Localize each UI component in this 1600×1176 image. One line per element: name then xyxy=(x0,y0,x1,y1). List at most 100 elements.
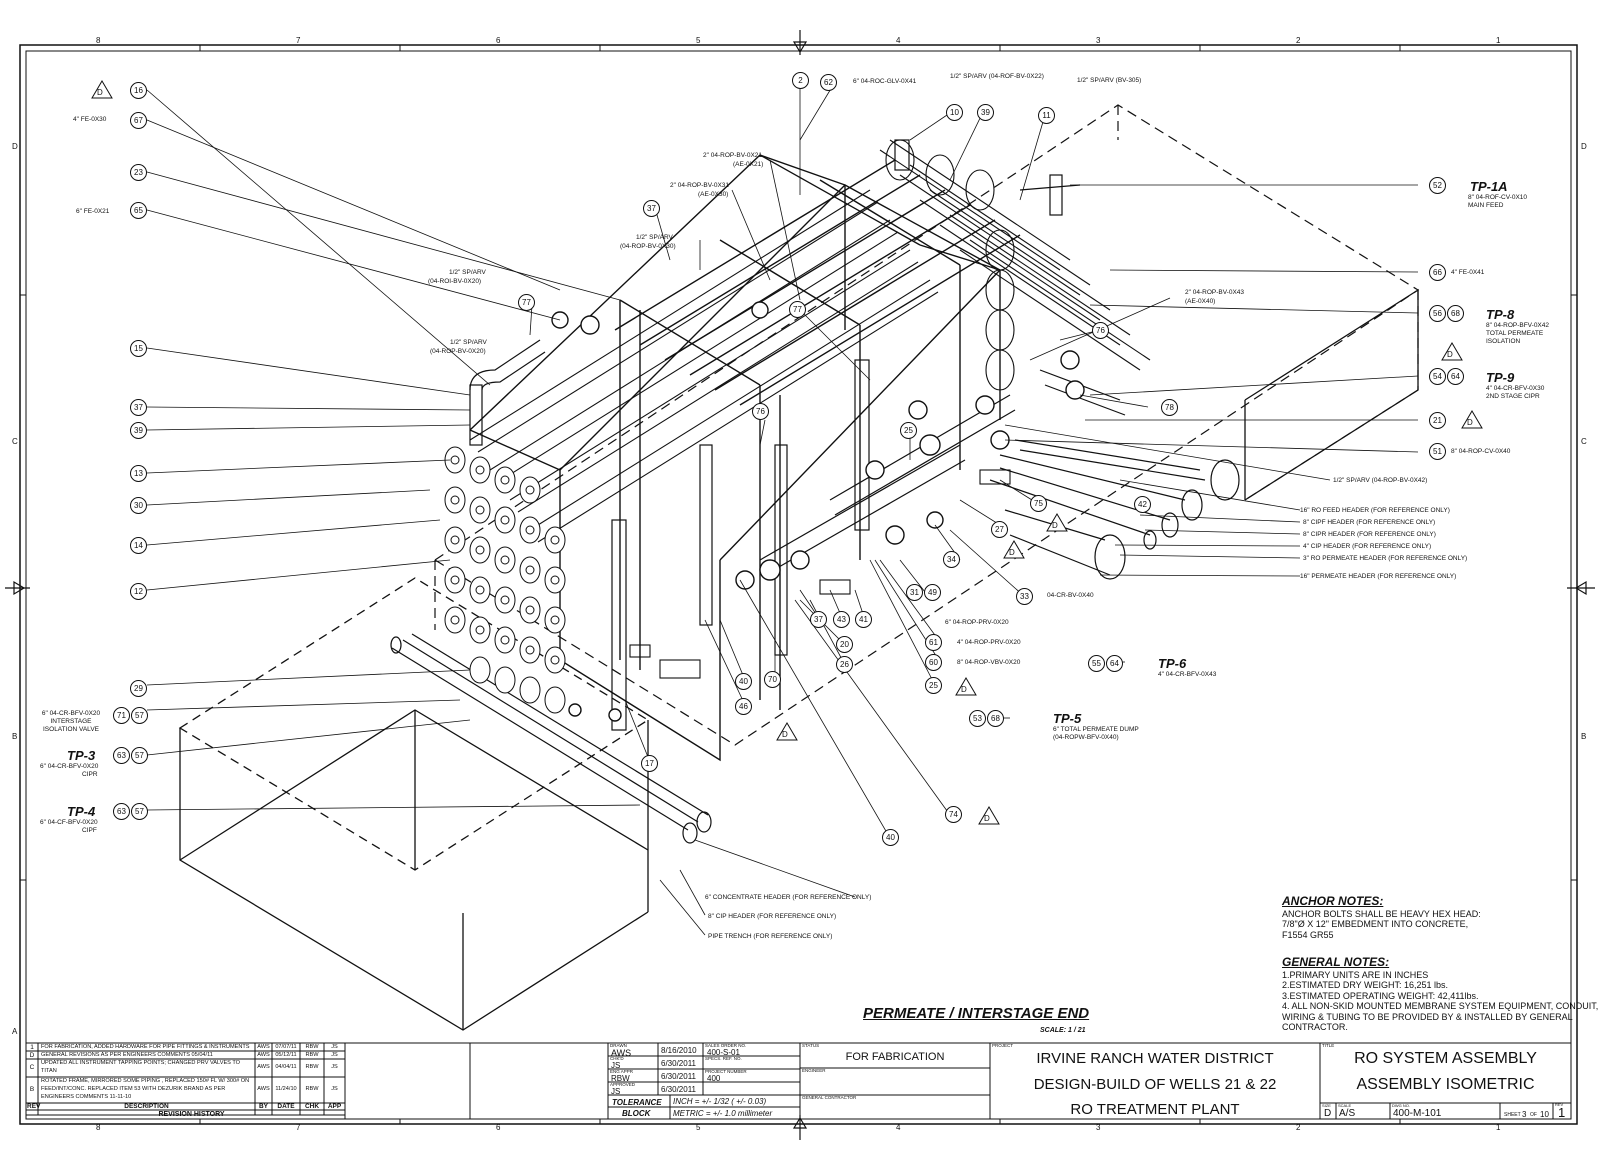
callout-bubble: 68 xyxy=(1447,305,1464,322)
rev-cell: 05/12/11 xyxy=(275,1052,297,1058)
tag-line: 4" 04-CR-BFV-0X30 xyxy=(1486,385,1545,392)
general-notes-heading: GENERAL NOTES: xyxy=(1282,955,1390,969)
tb-eng-date: 6/30/2011 xyxy=(661,1072,696,1081)
item-bubble: 61 xyxy=(925,634,942,651)
item-bubble: 41 xyxy=(855,611,872,628)
tb-label: PROJECT NUMBER xyxy=(705,1069,747,1074)
test-point-tp-6: TP-6 xyxy=(1158,656,1187,671)
callout-bubble: 64 xyxy=(1447,368,1464,385)
revision-triangle-label: D xyxy=(1447,350,1453,359)
callout-bubble: 21 xyxy=(1429,412,1446,429)
rev-cell: AWS xyxy=(257,1052,270,1058)
callout-bubble: 23 xyxy=(130,164,147,181)
revision-triangle xyxy=(1003,540,1025,559)
top-label: 2" 04-ROP-BV-0X21 xyxy=(703,152,763,159)
callout-bubble: 55 xyxy=(1088,655,1105,672)
item-bubble: 31 xyxy=(906,584,923,601)
tb-size: D xyxy=(1324,1108,1332,1119)
tag-line: 8" 04-ROP-BFV-0X42 xyxy=(1486,322,1550,329)
tag-line: ISOLATION VALVE xyxy=(43,726,99,733)
tb-client-line: IRVINE RANCH WATER DISTRICT xyxy=(1036,1050,1274,1067)
top-label: 1/2" SP/ARV xyxy=(449,269,486,276)
tb-rev: 1 xyxy=(1558,1105,1566,1120)
top-label: 1/2" SP/ARV (BV-305) xyxy=(1077,77,1142,84)
callout-bubble: 37 xyxy=(130,399,147,416)
header-label: 8" 04-ROP-VBV-0X20 xyxy=(957,659,1021,666)
tb-label: ENGINEER xyxy=(802,1068,826,1073)
top-label: 6" 04-ROC-GLV-0X41 xyxy=(853,78,917,85)
tag-line: 6" 04-CF-BFV-0X20 xyxy=(40,819,98,826)
top-label: (AE-0X40) xyxy=(1185,298,1216,305)
zone-row-d-left: D xyxy=(12,142,18,151)
rev-cell: 07/07/11 xyxy=(275,1044,297,1050)
zone-col-3-bottom: 3 xyxy=(1096,1123,1101,1132)
tag-line: 4" 04-CR-BFV-0X43 xyxy=(1158,671,1217,678)
tb-sheet-no: 3 xyxy=(1522,1110,1527,1119)
item-bubble: 40 xyxy=(882,829,899,846)
tb-label: TITLE xyxy=(1322,1043,1335,1048)
tb-scale: A/S xyxy=(1339,1108,1356,1119)
rev-cell: JS xyxy=(331,1086,338,1092)
item-bubble: 26 xyxy=(836,656,853,673)
item-bubble: 37 xyxy=(643,200,660,217)
callout-bubble: 63 xyxy=(113,803,130,820)
rev-cell: D xyxy=(29,1052,35,1059)
callout-bubble: 15 xyxy=(130,340,147,357)
header-label: 1/2" SP/ARV (04-ROP-BV-0X42) xyxy=(1333,477,1428,484)
item-bubble: 43 xyxy=(833,611,850,628)
tag-line: 2ND STAGE CIPR xyxy=(1486,393,1540,400)
callout-tag: 6" FE-0X21 xyxy=(76,208,110,215)
rev-cell: RBW xyxy=(305,1052,319,1058)
header-label: 4" 04-ROP-PRV-0X20 xyxy=(957,639,1021,646)
tb-label: SALES ORDER NO. xyxy=(705,1043,747,1048)
item-bubble: 77 xyxy=(789,301,806,318)
revision-triangle xyxy=(1046,513,1068,532)
zone-row-b-right: B xyxy=(1581,732,1587,741)
top-label: (AE-0X30) xyxy=(698,191,729,198)
rev-cell: AWS xyxy=(257,1044,270,1050)
tb-contract-no: 400-S-01 xyxy=(707,1048,740,1057)
revision-triangle xyxy=(978,806,1000,825)
revision-triangle-label: D xyxy=(961,685,967,694)
anchor-notes-heading: ANCHOR NOTES: xyxy=(1282,894,1384,908)
zone-col-5-top: 5 xyxy=(696,36,701,45)
test-point-tp-5: TP-5 xyxy=(1053,711,1082,726)
item-bubble: 75 xyxy=(1030,495,1047,512)
tb-checked-by: JS xyxy=(611,1061,621,1070)
rev-cell: FEED/INT/CONC. REPLACED ITEM 53 WITH DEZ… xyxy=(41,1086,226,1092)
callout-bubble: 65 xyxy=(130,202,147,219)
rev-cell: ENGINEERS COMMENTS 11-11-10 xyxy=(41,1094,132,1100)
tb-label: REV xyxy=(1555,1102,1564,1107)
rev-col-header: CHK xyxy=(304,1103,320,1110)
note-line: ANCHOR BOLTS SHALL BE HEAVY HEX HEAD: xyxy=(1282,908,1481,919)
zone-col-4-top: 4 xyxy=(896,36,901,45)
tag-line: (04-ROPW-BFV-0X40) xyxy=(1053,734,1119,741)
zone-col-8-bottom: 8 xyxy=(96,1123,101,1132)
top-label: (04-ROP-BV-0X20) xyxy=(430,348,486,355)
rev-col-header: REV xyxy=(27,1103,41,1110)
rev-col-header: APP xyxy=(327,1103,342,1110)
note-line: 7/8"Ø X 12" EMBEDMENT INTO CONCRETE, xyxy=(1282,919,1469,929)
anchor-notes: ANCHOR NOTES: ANCHOR BOLTS SHALL BE HEAV… xyxy=(1282,894,1481,940)
tag-line: TOTAL PERMEATE xyxy=(1486,330,1544,337)
tag-line: ISOLATION xyxy=(1486,338,1521,345)
tag-line: CIPF xyxy=(82,827,97,834)
callout-bubble: 52 xyxy=(1429,177,1446,194)
callout-bubble: 30 xyxy=(130,497,147,514)
revision-triangle xyxy=(91,80,113,99)
top-label: 1/2" SP/ARV xyxy=(636,234,673,241)
tag-line: INTERSTAGE xyxy=(50,718,92,725)
rev-cell: ROTATED FRAME, MIRRORED SOME PIPING , RE… xyxy=(41,1078,250,1084)
revision-triangle xyxy=(1441,342,1463,361)
top-label: (AE-0X21) xyxy=(733,161,764,168)
view-title: PERMEATE / INTERSTAGE END xyxy=(863,1005,1090,1022)
rev-col-header: DATE xyxy=(277,1103,295,1110)
item-bubble: 49 xyxy=(924,584,941,601)
zone-col-5-bottom: 5 xyxy=(696,1123,701,1132)
tolerance-metric: METRIC = +/- 1.0 millimeter xyxy=(673,1109,773,1118)
tb-label: GENERAL CONTRACTOR xyxy=(802,1095,857,1100)
header-label: 8" CIPF HEADER (FOR REFERENCE ONLY) xyxy=(1303,519,1436,526)
item-bubble: 60 xyxy=(925,654,942,671)
